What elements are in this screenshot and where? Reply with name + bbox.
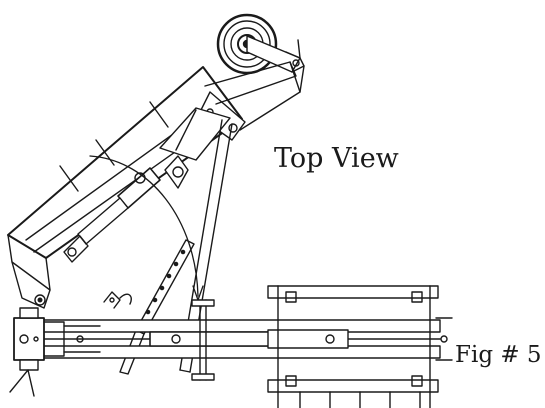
wing-tongue	[204, 61, 301, 131]
main-frame-bar	[39, 299, 441, 381]
figure-number-label: Fig # 5	[455, 342, 542, 368]
fold-linkage-arms	[119, 119, 233, 375]
rear-toolbar	[267, 285, 453, 408]
top-view-label: Top View	[274, 143, 399, 174]
hitch-assembly	[9, 307, 101, 397]
pin-hardware	[103, 291, 132, 309]
gauge-wheel	[216, 13, 305, 93]
lift-bracket	[159, 107, 231, 189]
